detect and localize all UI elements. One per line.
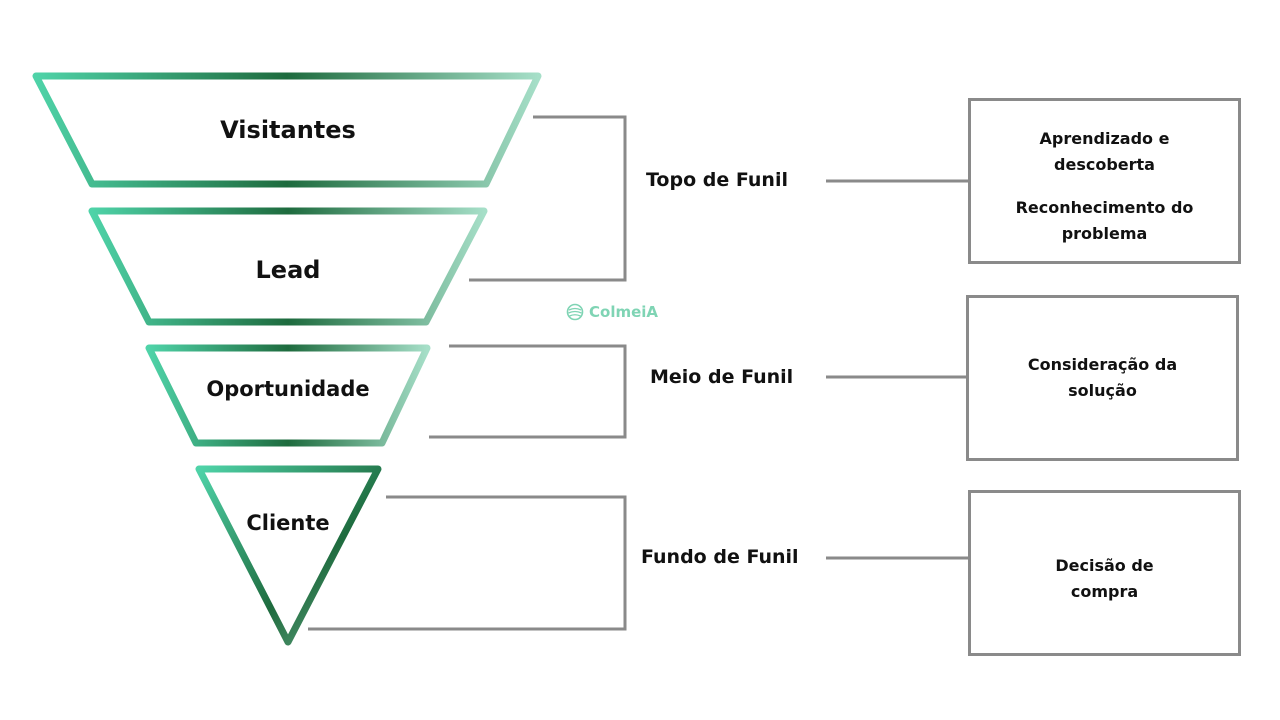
phase-label-topo: Topo de Funil <box>646 169 788 191</box>
stage-label-visitantes: Visitantes <box>220 116 356 144</box>
stage-label-cliente: Cliente <box>246 511 330 535</box>
info-box-meio: Consideração da solução <box>966 295 1239 461</box>
info-text-topo-line-2: descoberta <box>1054 155 1155 174</box>
phase-label-fundo: Fundo de Funil <box>641 546 799 568</box>
stage-label-oportunidade: Oportunidade <box>206 377 370 401</box>
brand-watermark: ColmeiA <box>566 302 658 322</box>
info-box-topo: Aprendizado e descoberta Reconhecimento … <box>968 98 1241 264</box>
bracket-meio <box>429 344 627 439</box>
phase-label-meio: Meio de Funil <box>650 366 794 388</box>
info-text-topo-line-4: problema <box>1061 224 1148 243</box>
bracket-topo <box>469 115 627 282</box>
brand-name: ColmeiA <box>589 303 659 321</box>
info-text-fundo-line-2: compra <box>1070 582 1139 601</box>
funnel-stage-oportunidade <box>145 344 431 447</box>
info-text-fundo-line-1: Decisão de <box>1055 556 1154 575</box>
info-box-fundo: Decisão de compra <box>968 490 1241 656</box>
colmeia-logo-icon <box>566 303 584 321</box>
funnel-stage-cliente <box>195 465 382 646</box>
info-text-topo-line-1: Aprendizado e <box>1039 129 1170 148</box>
info-text-topo-line-3: Reconhecimento do <box>1015 198 1194 217</box>
bracket-fundo <box>308 495 627 631</box>
info-text-meio-line-2: solução <box>1068 381 1137 400</box>
funnel-stage-visitantes <box>32 72 542 188</box>
funnel-stage-lead <box>88 207 488 326</box>
stage-label-lead: Lead <box>255 256 321 284</box>
info-text-meio-line-1: Consideração da <box>1027 355 1178 374</box>
